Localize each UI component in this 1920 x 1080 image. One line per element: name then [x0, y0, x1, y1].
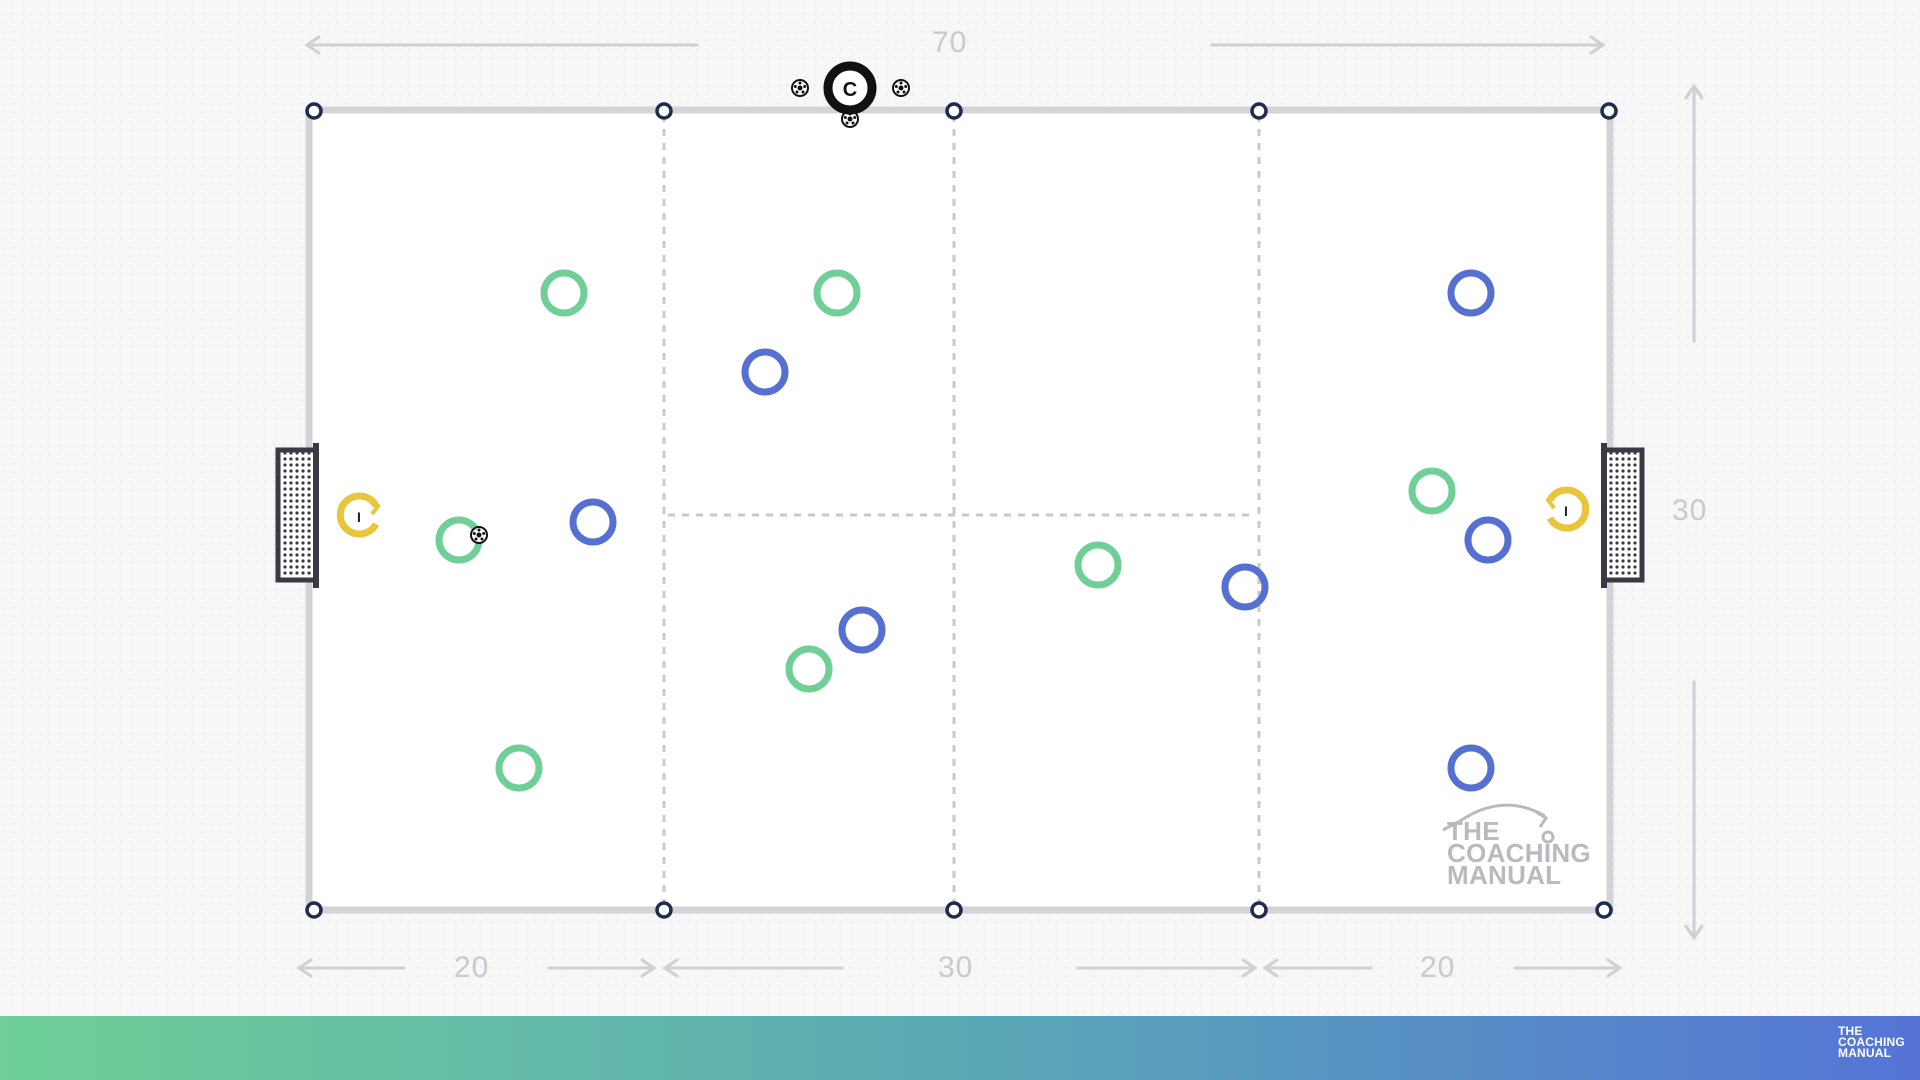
coach: C — [823, 61, 877, 115]
green-player — [1074, 541, 1122, 589]
goalkeeper-right: I — [1545, 486, 1590, 532]
cone — [1250, 102, 1268, 120]
ball-icon — [791, 79, 809, 97]
cone — [1595, 901, 1613, 919]
cone — [655, 102, 673, 120]
watermark-line-1: THE — [1447, 816, 1500, 846]
footer-logo-line-2: COACHING — [1838, 1035, 1905, 1049]
dimension-label-bottom-left: 20 — [454, 951, 490, 984]
blue-player — [1447, 744, 1495, 792]
cone — [305, 102, 323, 120]
watermark-line-3: MANUAL — [1447, 860, 1562, 890]
balls — [470, 79, 910, 544]
blue-player — [1464, 516, 1512, 564]
green-player — [813, 269, 861, 317]
left-goal — [275, 443, 319, 588]
watermark-logo: THE COACHING MANUAL — [1447, 816, 1617, 890]
green-player — [785, 645, 833, 693]
green-player — [540, 269, 588, 317]
cone — [305, 901, 323, 919]
goalkeeper-right-label: I — [1564, 503, 1568, 519]
cone — [945, 102, 963, 120]
dimension-label-right: 30 — [1672, 494, 1708, 527]
green-player — [495, 744, 543, 792]
zone-dividers — [662, 115, 1261, 905]
cone — [945, 901, 963, 919]
goalkeeper-left-label: I — [357, 509, 361, 525]
cone — [655, 901, 673, 919]
goalkeeper-left: I — [336, 492, 381, 538]
dimension-arrows — [296, 35, 1704, 978]
dimension-label-top: 70 — [932, 26, 968, 59]
blue-player — [838, 606, 886, 654]
footer-bar: THE COACHING MANUAL — [0, 1016, 1920, 1080]
green-player — [1408, 467, 1456, 515]
blue-player — [569, 498, 617, 546]
blue-player — [1221, 563, 1269, 611]
ball-icon — [892, 79, 910, 97]
pitch-canvas: I I — [275, 35, 1704, 978]
watermark-line-2: COACHING — [1447, 838, 1591, 868]
dimension-label-bottom-middle: 30 — [938, 951, 974, 984]
pitch-surface — [309, 110, 1610, 910]
footer-logo-line-1: THE — [1838, 1024, 1863, 1038]
cones — [305, 102, 1618, 919]
blue-player — [1447, 269, 1495, 317]
watermark-swoosh-icon — [1442, 803, 1555, 844]
right-goal — [1601, 443, 1645, 588]
cone — [1600, 102, 1618, 120]
dimension-label-bottom-right: 20 — [1420, 951, 1456, 984]
ball-icon — [841, 110, 859, 128]
ball-icon — [470, 526, 488, 544]
cone — [1250, 901, 1268, 919]
coach-label: C — [843, 79, 857, 101]
blue-team — [569, 269, 1512, 792]
blue-player — [741, 348, 789, 396]
footer-logo: THE COACHING MANUAL — [1838, 1024, 1908, 1060]
footer-logo-line-3: MANUAL — [1838, 1046, 1892, 1060]
